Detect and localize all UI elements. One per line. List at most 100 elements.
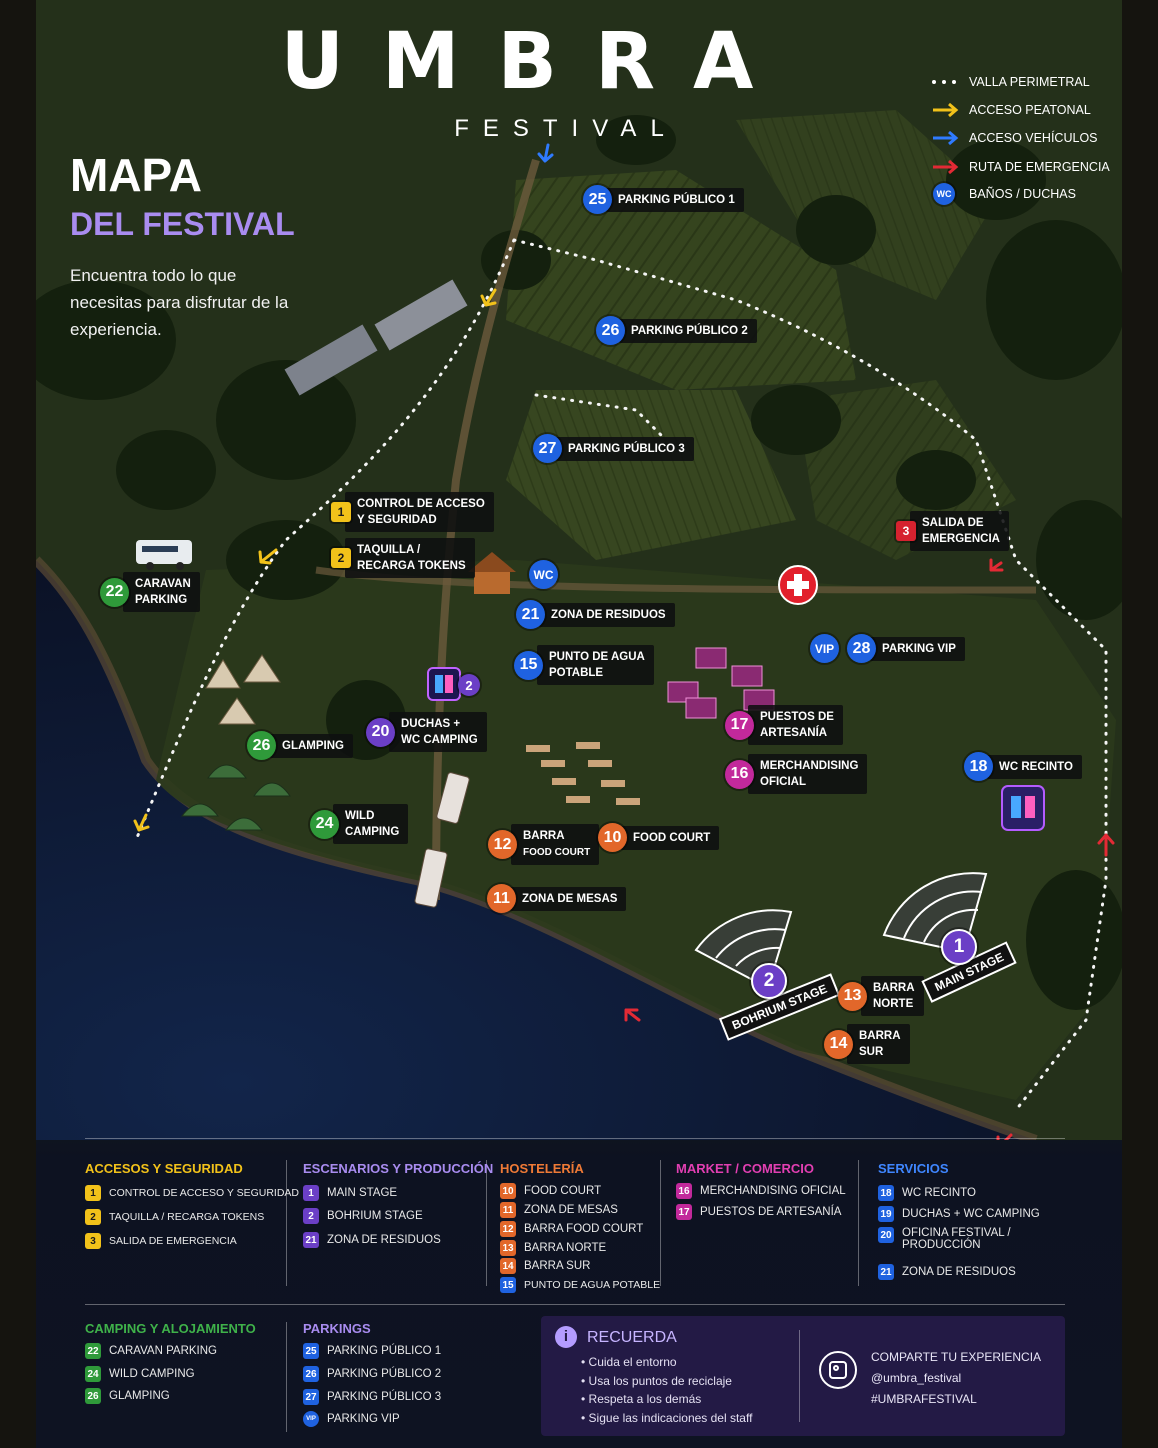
legend-label: BAÑOS / DUCHAS — [969, 187, 1076, 201]
list-item: • Cuida el entorno — [581, 1355, 677, 1369]
badge: 25 — [583, 185, 612, 214]
badge: 13 — [838, 981, 867, 1011]
festival-logo: UMBRA — [280, 17, 792, 107]
remember-list: • Cuida el entorno • Usa los puntos de r… — [581, 1353, 752, 1427]
legend-item-pedestrian: ACCESO PEATONAL — [931, 101, 1091, 119]
social-block: COMPARTE TU EXPERIENCIA @umbra_festival … — [871, 1347, 1041, 1410]
stage-marker-2[interactable]: 2 — [751, 963, 787, 999]
section-title-market: MARKET / COMERCIO — [676, 1161, 814, 1176]
instagram-icon[interactable] — [819, 1351, 857, 1389]
wc-icon: WC — [931, 183, 961, 205]
field — [736, 110, 996, 300]
inner-fence — [534, 393, 668, 442]
section-title-camping: CAMPING Y ALOJAMIENTO — [85, 1321, 256, 1336]
label-duchas-wc-camping[interactable]: 20 DUCHAS +WC CAMPING — [366, 712, 487, 752]
badge: 10 — [598, 823, 627, 852]
legend-label: ACCESO VEHÍCULOS — [969, 131, 1098, 145]
wc-icon: WC — [529, 560, 558, 589]
dotted-line-icon — [931, 73, 961, 91]
badge: 27 — [533, 434, 562, 463]
access-arrows — [133, 143, 1115, 1140]
badge: 26 — [247, 731, 276, 760]
label-wc-camping-num[interactable]: 2 — [458, 674, 480, 696]
social-hashtag[interactable]: #UMBRAFESTIVAL — [871, 1392, 977, 1406]
social-cta: COMPARTE TU EXPERIENCIA — [871, 1350, 1042, 1364]
badge: 26 — [596, 316, 625, 345]
festival-poster: UMBRA FESTIVAL MAPA DEL FESTIVAL Encuent… — [36, 0, 1122, 1448]
label-parking-publico-1[interactable]: 25 PARKING PÚBLICO 1 — [583, 185, 744, 214]
legend-label: ACCESO PEATONAL — [969, 103, 1091, 117]
label-glamping[interactable]: 26 GLAMPING — [247, 731, 353, 760]
label-zona-mesas[interactable]: 11 ZONA DE MESAS — [487, 884, 627, 913]
label-vip[interactable]: VIP — [810, 634, 839, 663]
label-food-court[interactable]: 10 FOOD COURT — [598, 823, 720, 852]
divider — [486, 1160, 487, 1286]
label-zona-residuos[interactable]: 21 ZONA DE RESIDUOS — [516, 600, 675, 629]
stage-marker-1[interactable]: 1 — [941, 929, 977, 965]
legend-label: RUTA DE EMERGENCIA — [969, 160, 1110, 174]
page-title: MAPA — [70, 149, 203, 201]
badge: 28 — [847, 634, 876, 663]
first-aid-icon — [778, 565, 818, 605]
field — [506, 390, 796, 560]
badge: 12 — [488, 830, 517, 859]
section-title-accesos: ACCESOS Y SEGURIDAD — [85, 1161, 243, 1176]
divider — [286, 1322, 287, 1432]
sea — [36, 560, 1036, 1140]
label-parking-publico-2[interactable]: 26 PARKING PÚBLICO 2 — [596, 316, 757, 345]
tree-clusters — [36, 115, 1122, 1010]
label-wc-recinto[interactable]: 18 WC RECINTO — [964, 752, 1082, 781]
info-icon: i — [555, 1326, 577, 1348]
label-parking-publico-3[interactable]: 27 PARKING PÚBLICO 3 — [533, 434, 694, 463]
greenhouses — [284, 279, 468, 396]
wc-camping-icon — [427, 667, 461, 701]
caravan-illustration — [136, 540, 192, 570]
badge: 21 — [516, 600, 545, 629]
badge: 18 — [964, 752, 993, 781]
vip-icon: VIP — [810, 634, 839, 663]
field — [506, 170, 856, 390]
social-handle[interactable]: @umbra_festival — [871, 1371, 962, 1385]
label-parking-vip[interactable]: 28 PARKING VIP — [847, 634, 965, 663]
label-taquilla[interactable]: 2 TAQUILLA /RECARGA TOKENS — [331, 538, 475, 578]
list-item: • Usa los puntos de reciclaje — [581, 1373, 732, 1388]
badge: 16 — [725, 759, 754, 789]
badge: 3 — [896, 521, 916, 541]
list-item: • Respeta a los demás — [581, 1392, 702, 1406]
label-wc[interactable]: WC — [529, 560, 558, 589]
section-title-parkings: PARKINGS — [303, 1321, 371, 1336]
food-trucks — [414, 772, 470, 908]
badge: 22 — [100, 577, 129, 607]
list-item: • Sigue las indicaciones del staff — [581, 1410, 753, 1425]
blue-arrow-icon — [931, 129, 961, 147]
